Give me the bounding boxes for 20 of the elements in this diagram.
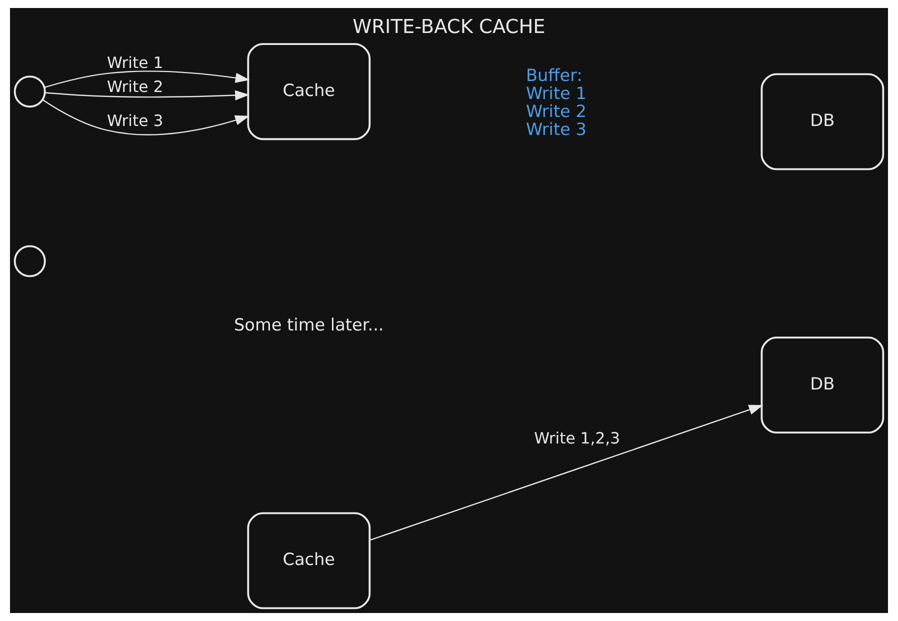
arrow [44, 70, 250, 88]
diagram-title: WRITE-BACK CACHE [352, 15, 546, 38]
node-label: Write 3 [526, 119, 586, 140]
node-label: Buffer: [526, 65, 582, 86]
edge-label: Write 2 [107, 77, 164, 96]
arrow [42, 99, 250, 136]
arrow [44, 90, 250, 100]
node-label: Write 1 [526, 83, 586, 104]
node-label: Write 2 [526, 101, 586, 122]
edge-label: Write 3 [107, 110, 164, 130]
node-box: Cache [247, 512, 371, 610]
label: Some time later... [234, 314, 384, 335]
node-person [14, 76, 46, 108]
node-box: DB [760, 336, 884, 434]
node-person [14, 245, 46, 278]
node-box: Cache [247, 43, 371, 140]
node-box: DB [760, 73, 884, 170]
edge-label: Write 1 [107, 53, 164, 72]
edge-label: Write 1,2,3 [534, 428, 620, 448]
arrow [370, 404, 764, 541]
